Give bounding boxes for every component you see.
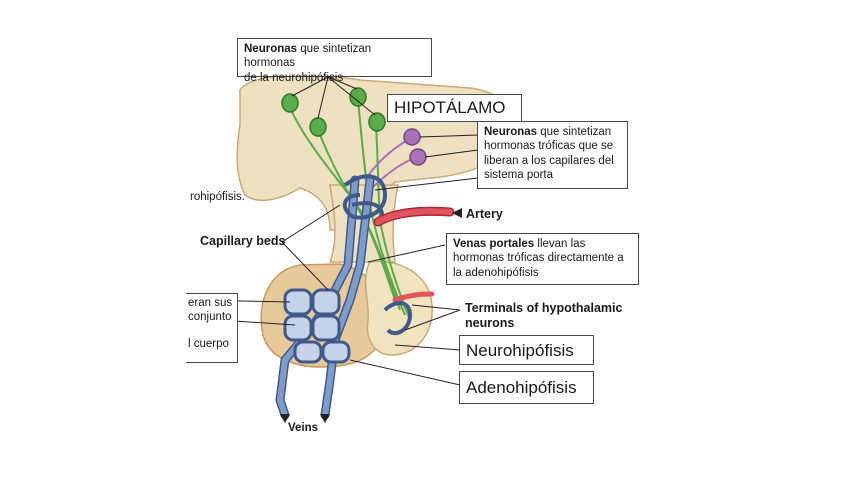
purple-neuron-bodies [403,128,427,166]
artery-vessel-inner [375,208,453,225]
portal-rest: llevan las [534,238,586,250]
capillary-beds-label: Capillary beds [200,234,286,248]
box-right-line2: hormonas tróficas que se [484,140,614,153]
terminals-line1: Terminals of hypothalamic [465,301,623,315]
left-cut-line1: eran sus [188,297,233,309]
artery-label: Artery [466,207,503,221]
vein-arrows [280,414,330,423]
portal-line1: Venas portales llevan las [453,237,632,251]
left-cut-box: eran sus conjunto l cuerpo [186,293,238,363]
portal-veins-box: Venas portales llevan las hormonas trófi… [446,233,639,285]
box-right-line3: liberan a los capilares del [484,154,614,167]
hypothalamus-box: HIPOTÁLAMO [387,94,522,122]
terminals-label: Terminals of hypothalamic neurons [465,301,622,331]
lower-capillary-bed [283,288,351,364]
box-right-bold: Neuronas [484,126,538,138]
adenohypophysis-label: Adenohipófisis [466,378,577,397]
neurohypophysis-box: Neurohipófisis [459,335,594,365]
veins-label: Veins [288,422,319,434]
portal-line2: hormonas tróficas directamente a [453,252,624,265]
adenohypophysis-box: Adenohipófisis [459,371,594,404]
box-top-rest: que sintetizan hormonas [244,43,372,70]
neurohypophysis-neurons-box: Neuronas que sintetizan hormonas de la n… [237,38,432,84]
trophic-neurons-box: Neuronas que sintetizan hormonas trófica… [477,121,628,189]
green-neuron-bodies [281,87,386,137]
portal-line3: la adenohipófisis [453,266,539,279]
box-right-line4: sistema porta [484,169,554,182]
box-top-line2: de la neurohipófisis [244,71,344,84]
posterior-capillary [383,301,413,336]
neurohypophysis-label: Neurohipófisis [466,341,574,360]
artery-arrow-icon [452,208,462,218]
hypothalamus-label: HIPOTÁLAMO [394,98,506,117]
lower-artery [392,291,435,303]
box-top-bold: Neuronas [244,43,298,55]
box-top-line1: Neuronas que sintetizan hormonas [244,42,425,71]
portal-bold: Venas portales [453,238,535,250]
terminals-line2: neurons [465,316,515,330]
cut-left-top-text: rohipófisis. [190,191,245,203]
left-cut-line2: conjunto [188,311,232,324]
box-right-line1: Neuronas que sintetizan [484,125,621,139]
left-cut-line3: l cuerpo [188,337,229,350]
box-right-rest: que sintetizan [537,126,612,138]
